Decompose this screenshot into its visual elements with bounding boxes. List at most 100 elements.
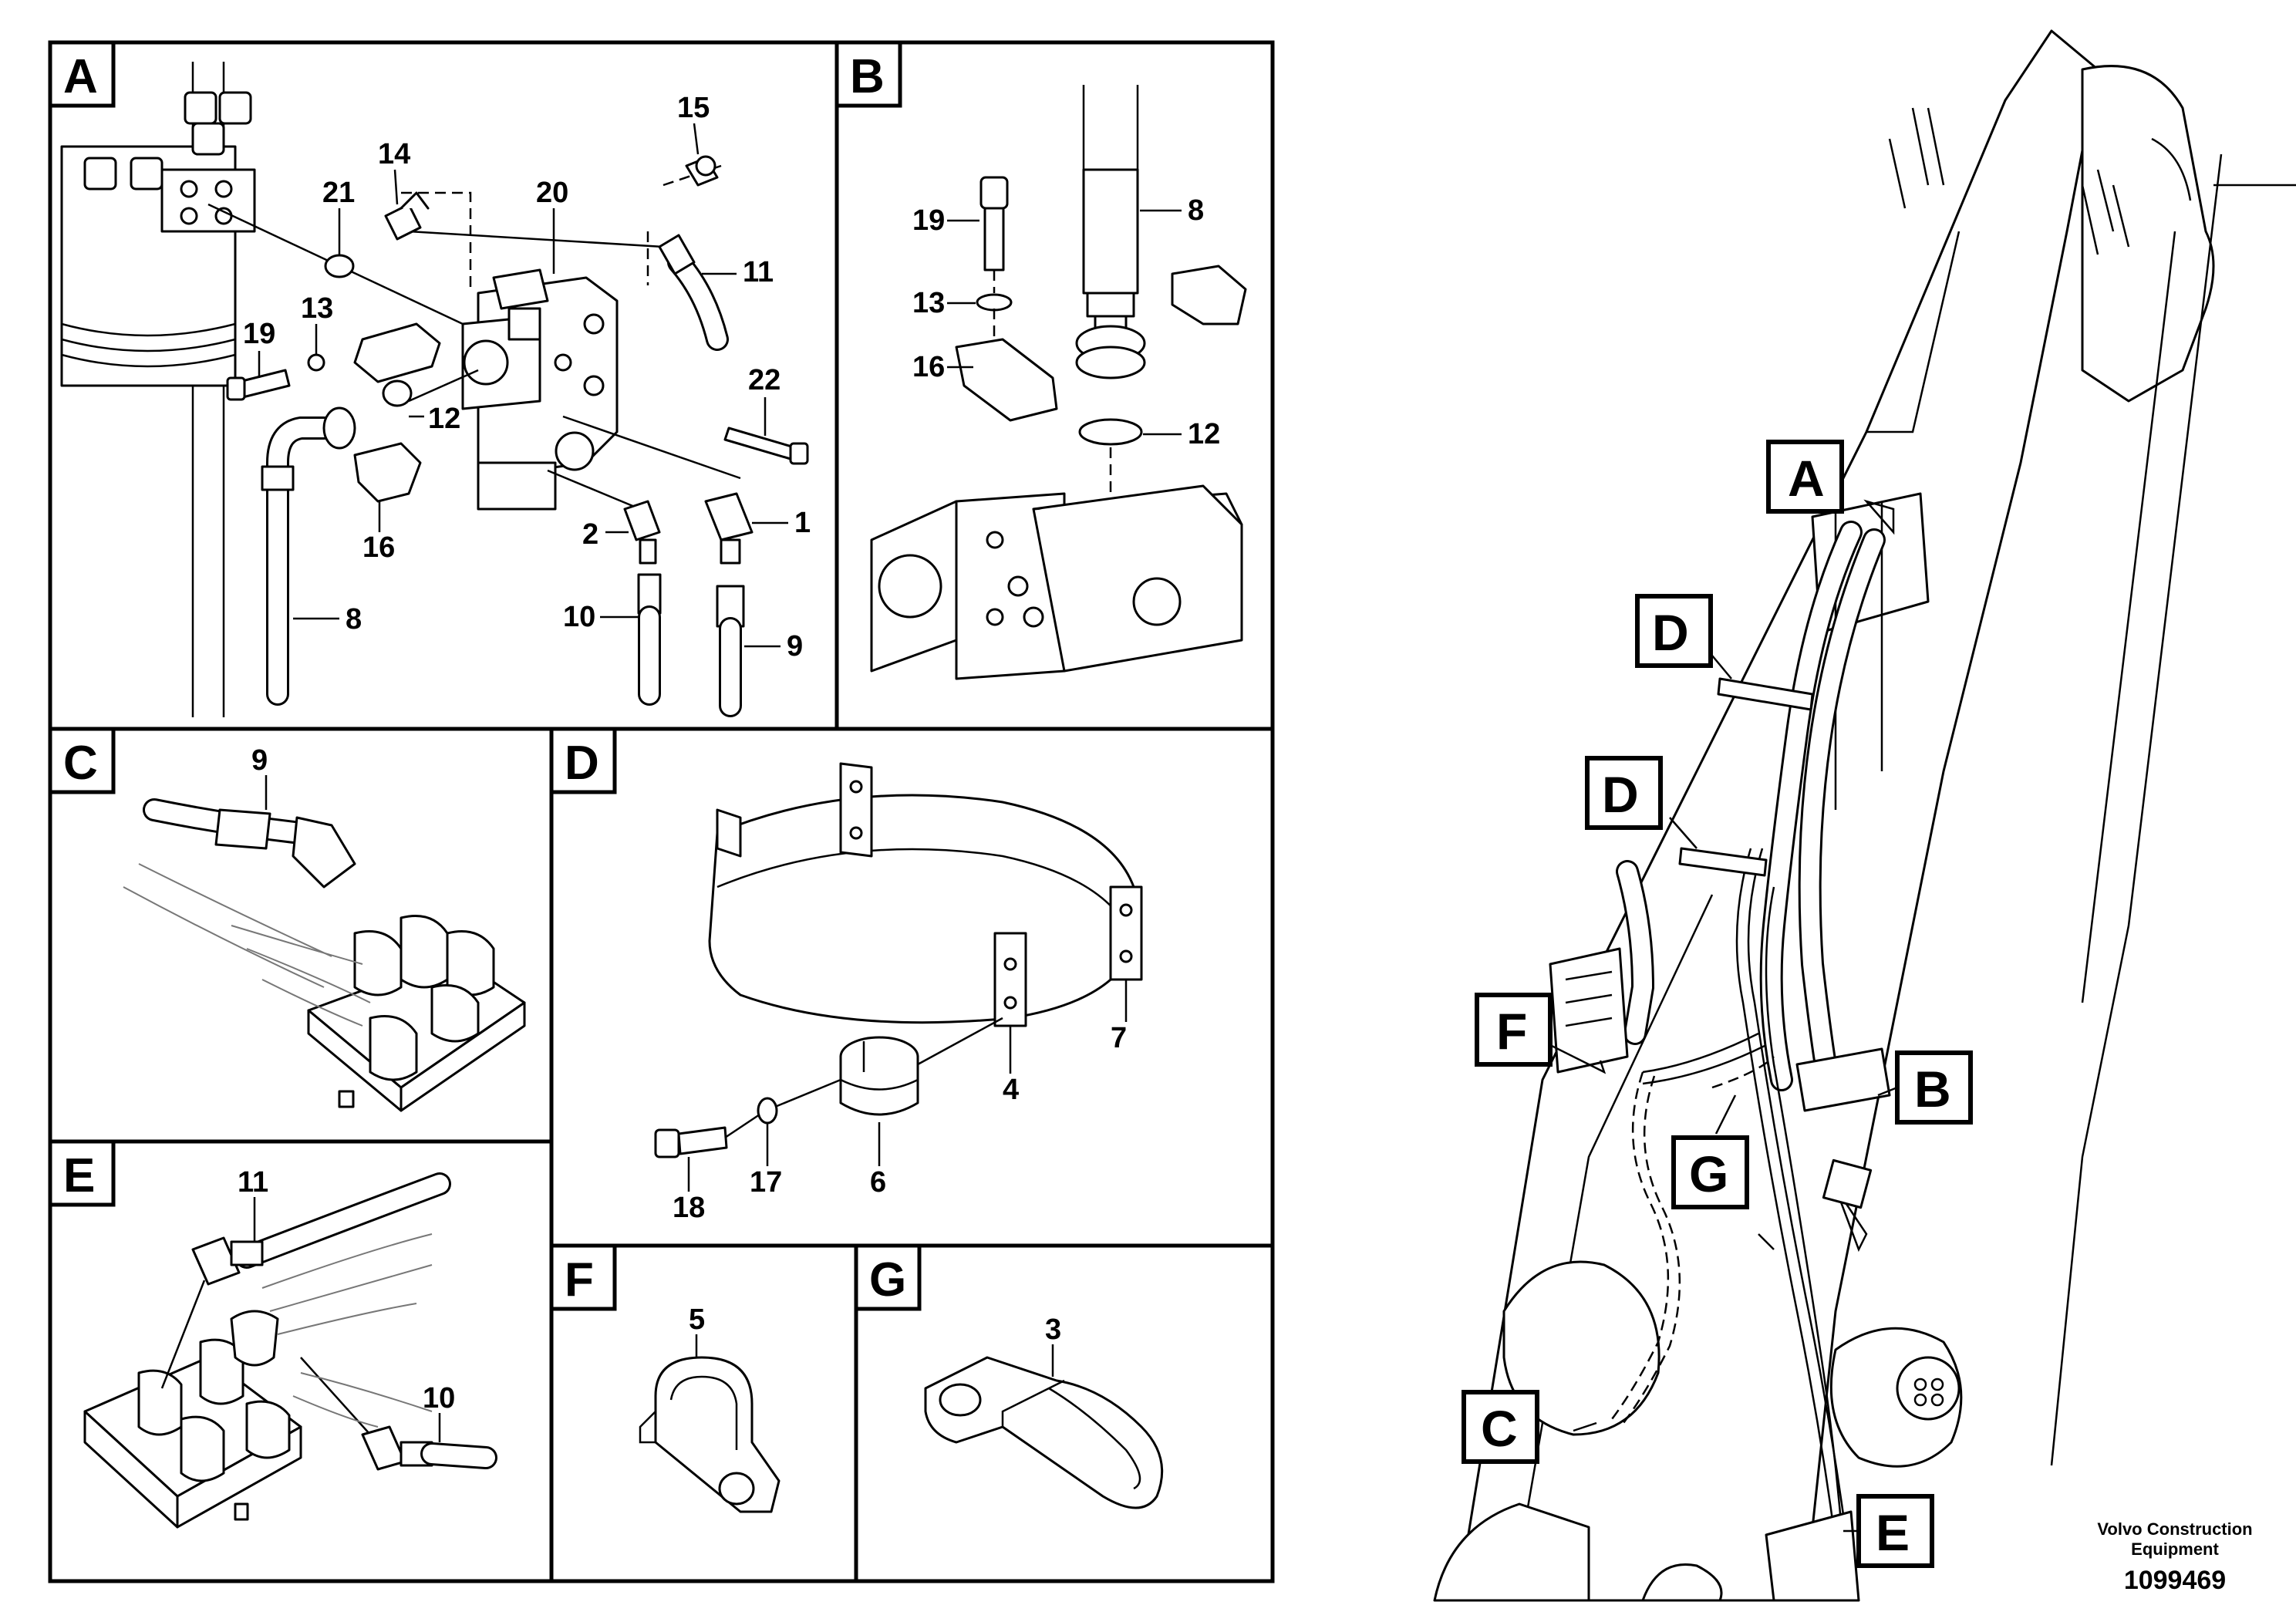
drawing-number: 1099469: [2124, 1566, 2226, 1595]
half-flange-right: [1171, 265, 1247, 325]
part-15-number: 15: [677, 92, 710, 124]
part-15-fitting: [685, 155, 719, 187]
clamp-d-upper: [1717, 677, 1814, 711]
part-2-number: 2: [582, 518, 598, 551]
part-1-number: 1: [794, 507, 811, 539]
part-4-clamp-band: [708, 762, 1143, 1027]
manifold-illustration: [83, 1310, 302, 1529]
part-13-washer: [976, 293, 1013, 312]
panel-d-letter: D: [565, 737, 599, 790]
valve-b: [1795, 1047, 1891, 1112]
part-13-number: 13: [912, 287, 945, 319]
boom-overview-illustration: [1433, 29, 2296, 1602]
part-22-number: 22: [748, 364, 781, 396]
part-3-clip: [924, 1356, 1164, 1509]
part-12-o-ring: [1078, 418, 1143, 446]
svg-text:B: B: [1914, 1061, 1951, 1118]
svg-text:D: D: [1652, 604, 1689, 661]
part-21-number: 21: [322, 177, 355, 209]
part-11-number: 11: [238, 1166, 268, 1199]
panel-g-letter: G: [869, 1253, 906, 1307]
valve-block-illustration: [870, 484, 1243, 680]
part-17-number: 17: [750, 1166, 782, 1199]
panel-g: 3 G: [854, 1243, 1275, 1583]
part-22-bolt: [723, 427, 809, 465]
callout-b: B: [1895, 1050, 1973, 1125]
svg-text:A: A: [1788, 450, 1825, 507]
part-16-half-flange-lower: [353, 442, 422, 503]
part-10-number: 10: [563, 601, 595, 633]
part-10-hose: [361, 1425, 497, 1471]
part-9-hose: [716, 585, 745, 717]
part-8-number: 8: [1188, 194, 1204, 227]
panel-c-letter: C: [63, 737, 98, 790]
part-16-number: 16: [912, 351, 945, 383]
part-19-number: 19: [243, 318, 275, 350]
part-16-half-flange: [955, 338, 1058, 422]
panel-e: 11 10 E: [48, 1139, 554, 1583]
panel-a: 15 14 21 20 11 19 13 22 12 16 2 1 8 10 9…: [48, 40, 839, 731]
callout-leaders: [1549, 499, 1898, 1533]
part-17-washer: [757, 1097, 778, 1125]
callout-d-upper: D: [1635, 594, 1713, 668]
part-12-number: 12: [1188, 418, 1220, 450]
svg-text:E: E: [1876, 1504, 1910, 1561]
callout-a: A: [1766, 440, 1844, 514]
valve-block-illustration: [461, 268, 619, 511]
part-10-hose: [637, 573, 662, 706]
panel-b-letter: B: [850, 50, 885, 103]
part-12-o-ring: [382, 379, 413, 407]
part-9-hose: [143, 798, 356, 889]
panel-b: 19 8 13 16 12 B: [834, 40, 1275, 731]
part-7-number: 7: [1111, 1022, 1127, 1054]
part-16-number: 16: [362, 531, 395, 564]
part-21-o-ring: [324, 254, 355, 278]
manifold-illustration: [307, 915, 526, 1112]
panel-f-letter: F: [565, 1253, 594, 1307]
part-9-number: 9: [251, 744, 268, 777]
part-14-number: 14: [378, 138, 410, 170]
part-19-bolt: [226, 369, 291, 401]
callout-d-lower: D: [1585, 756, 1663, 830]
part-18-bolt: [654, 1126, 728, 1158]
part-13-number: 13: [301, 292, 333, 325]
part-11-number: 11: [743, 256, 774, 288]
part-12-number: 12: [428, 403, 460, 435]
part-5-clip: [639, 1356, 781, 1513]
panel-f: 5 F: [549, 1243, 858, 1583]
svg-text:D: D: [1602, 766, 1639, 823]
part-4-number: 4: [1003, 1074, 1019, 1106]
part-8-number: 8: [346, 603, 362, 636]
svg-text:F: F: [1496, 1003, 1527, 1060]
part-3-number: 3: [1045, 1313, 1061, 1346]
part-11-hose: [658, 234, 729, 351]
part-11-hose: [191, 1172, 451, 1286]
part-2-fitting: [623, 500, 661, 565]
part-5-number: 5: [689, 1303, 705, 1336]
part-19-number: 19: [912, 204, 945, 237]
panel-d: 7 4 18 17 6 D: [549, 727, 1275, 1248]
panel-a-letter: A: [63, 50, 98, 103]
part-8-hose: [1075, 85, 1146, 379]
callout-e: E: [1856, 1494, 1934, 1568]
panel-c: 9 C: [48, 727, 554, 1144]
part-18-number: 18: [673, 1192, 705, 1224]
company-line-1: Volvo Construction: [2097, 1519, 2252, 1539]
part-6-number: 6: [870, 1166, 886, 1199]
part-16-half-flange: [353, 322, 441, 383]
part-20-number: 20: [536, 177, 568, 209]
part-13-washer: [307, 353, 325, 372]
valve-bank: [1549, 947, 1629, 1074]
svg-text:C: C: [1481, 1400, 1518, 1457]
part-1-fitting: [704, 492, 754, 565]
part-14-elbow: [384, 191, 430, 241]
part-9-number: 9: [787, 630, 803, 663]
part-6-bushing: [839, 1036, 919, 1116]
part-8-hose: [261, 406, 356, 706]
callout-g: G: [1671, 1135, 1749, 1209]
company-line-2: Equipment: [2131, 1539, 2219, 1559]
panel-e-letter: E: [63, 1149, 95, 1202]
clamp-d-lower: [1678, 847, 1768, 877]
callout-f: F: [1475, 993, 1553, 1067]
